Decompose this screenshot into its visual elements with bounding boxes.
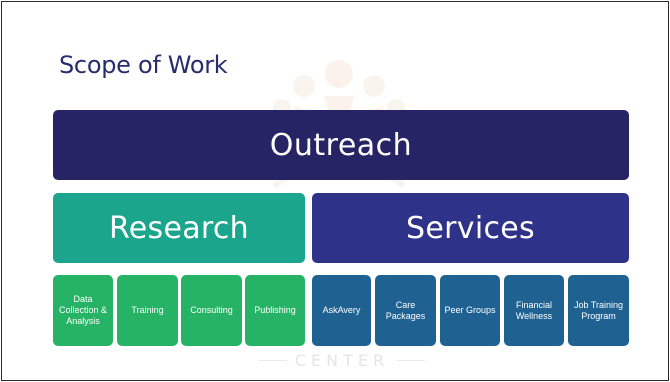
research-box: Research — [53, 193, 305, 263]
services-item-financial-wellness: Financial Wellness — [504, 275, 564, 346]
watermark-rule-right — [397, 359, 426, 361]
page-title: Scope of Work — [59, 51, 228, 79]
research-item-data-collection: Data Collection & Analysis — [53, 275, 113, 346]
research-item-publishing: Publishing — [245, 275, 305, 346]
services-item-peer-groups: Peer Groups — [440, 275, 500, 346]
services-item-askavery: AskAvery — [312, 275, 371, 346]
watermark-rule-left — [258, 359, 287, 361]
services-box: Services — [312, 193, 629, 263]
research-item-consulting: Consulting — [181, 275, 242, 346]
services-item-care-packages: Care Packages — [375, 275, 436, 346]
services-item-job-training: Job Training Program — [568, 275, 629, 346]
research-item-training: Training — [117, 275, 178, 346]
watermark-label: CENTER — [294, 350, 390, 370]
watermark-text: CENTER — [252, 348, 432, 372]
outreach-box: Outreach — [53, 110, 629, 180]
